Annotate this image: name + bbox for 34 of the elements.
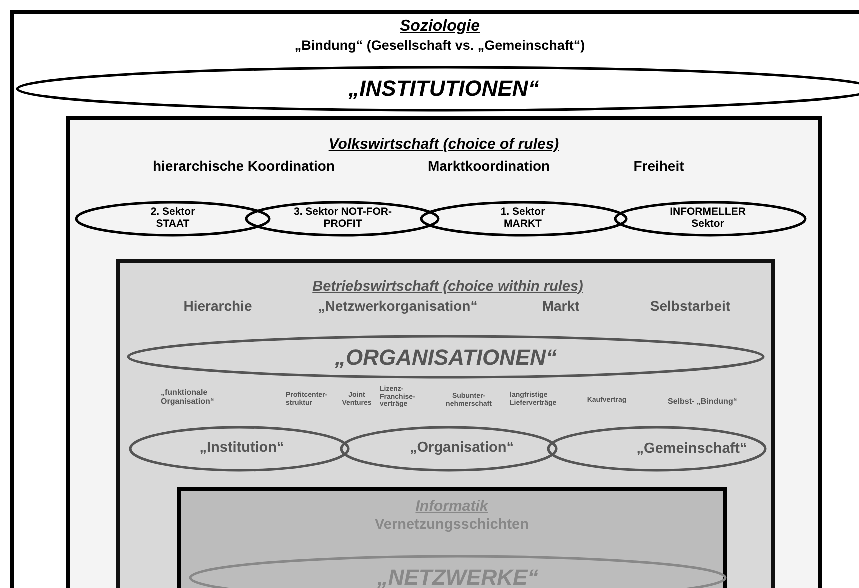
- ellipse-label: 2. Sektor STAAT: [150, 207, 196, 230]
- sub-label: Hierarchie: [182, 299, 254, 314]
- economics-panel: [66, 116, 822, 588]
- ellipse-label: „Institution“: [198, 441, 286, 457]
- ellipse-label: 1. Sektor MARKT: [500, 207, 546, 230]
- ellipse-label: „INSTITUTIONEN“: [348, 77, 540, 102]
- section-heading: Soziologie: [399, 18, 481, 36]
- sub-label: „Bindung“ (Gesellschaft vs. „Gemeinschaft“): [294, 39, 586, 54]
- sub-label: Selbstarbeit: [649, 299, 732, 314]
- example-label: Selbst- „Bindung“: [668, 398, 738, 407]
- business-panel: [116, 259, 775, 588]
- sub-label: „Netzwerkorganisation“: [317, 299, 479, 314]
- ellipse-label: „ORGANISATIONEN“: [334, 346, 558, 370]
- ellipse-label: INFORMELLER Sektor: [669, 207, 747, 230]
- organisations-ellipse: [127, 335, 765, 379]
- ellipse-label: „Gemeinschaft“: [636, 442, 748, 458]
- section-heading: Volkswirtschaft (choice of rules): [328, 137, 560, 154]
- form-ellipse: [340, 426, 558, 472]
- informatics-panel: [177, 487, 727, 588]
- sector-ellipse: [75, 201, 271, 237]
- sociology-panel: [10, 10, 859, 588]
- form-ellipse: [547, 426, 767, 472]
- sector-ellipse: [245, 201, 440, 237]
- sub-label: hierarchische Koordination: [152, 159, 336, 174]
- sub-label: Freiheit: [632, 159, 686, 174]
- sub-label: Marktkoordination: [426, 159, 552, 174]
- form-ellipse: [129, 426, 350, 472]
- sub-label: Markt: [541, 299, 581, 314]
- ellipse-label: „Organisation“: [409, 441, 515, 457]
- sector-ellipse: [420, 201, 628, 237]
- sector-ellipse: [614, 201, 807, 237]
- example-label: „funktionale Organisation“: [161, 389, 216, 407]
- ellipse-label: 3. Sektor NOT-FOR-PROFIT: [293, 207, 393, 230]
- section-heading: Betriebswirtschaft (choice within rules): [312, 280, 584, 296]
